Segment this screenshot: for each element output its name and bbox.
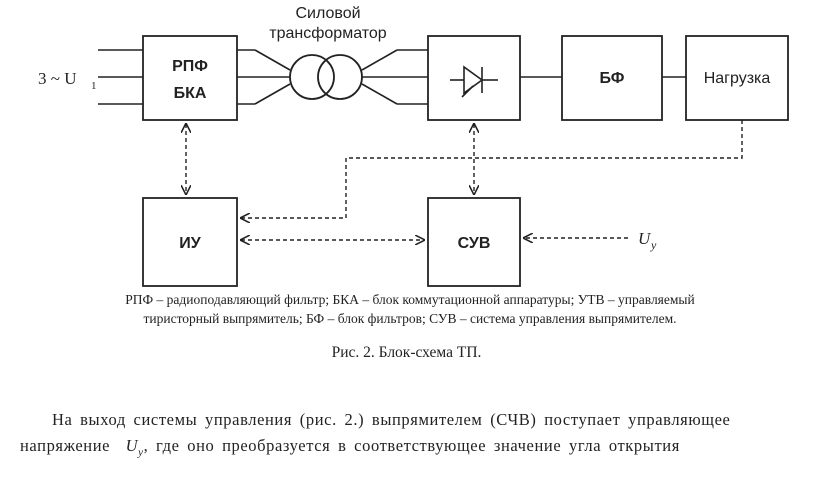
iu-block: ИУ	[142, 197, 238, 287]
legend-line-2: тиристорный выпрямитель; БФ – блок фильт…	[143, 311, 677, 326]
figure-caption: Рис. 2. Блок-схема ТП.	[331, 344, 482, 361]
svg-text:1: 1	[91, 80, 97, 92]
input-lines	[98, 49, 143, 105]
bf-block: БФ	[561, 35, 663, 121]
load-block: Нагрузка	[685, 35, 789, 121]
transformer-label-line2: трансформатор	[269, 25, 387, 42]
body-paragraph: На выход системы управления (рис. 2.) вы…	[20, 407, 795, 465]
svg-text:БФ: БФ	[600, 70, 625, 87]
control-voltage-label: U у	[638, 229, 657, 252]
input-voltage-label: 3 ~ U 1	[38, 69, 97, 92]
primary-lines	[237, 49, 291, 105]
svg-text:БКА: БКА	[174, 85, 207, 102]
svg-text:ИУ: ИУ	[179, 235, 202, 252]
paragraph-line-2-start: напряжение	[20, 436, 111, 455]
diagram-legend: РПФ – радиоподавляющий фильтр; БКА – бло…	[40, 290, 780, 328]
svg-text:СУВ: СУВ	[458, 235, 491, 252]
paragraph-line-1: На выход системы управления (рис. 2.) вы…	[52, 410, 731, 429]
suv-block: СУВ	[427, 197, 521, 287]
block-diagram: 3 ~ U 1 РПФ БКА Силовой трансформатор	[38, 5, 789, 287]
legend-line-1: РПФ – радиоподавляющий фильтр; БКА – бло…	[125, 292, 695, 307]
thyristor-rectifier-block	[427, 35, 521, 121]
load-feedback-link	[241, 120, 743, 218]
svg-text:Нагрузка: Нагрузка	[704, 70, 771, 87]
thyristor-icon	[450, 65, 498, 98]
rpf-bka-block: РПФ БКА	[142, 35, 238, 121]
svg-text:РПФ: РПФ	[172, 58, 208, 75]
paragraph-line-2-end: , где оно преобразуется в соответствующе…	[143, 436, 680, 455]
transformer-icon	[289, 54, 363, 100]
svg-text:3 ~ U: 3 ~ U	[38, 69, 76, 88]
secondary-lines	[361, 49, 428, 105]
control-voltage-symbol: Uу	[125, 436, 144, 459]
transformer-label-line1: Силовой	[295, 5, 360, 22]
svg-text:у: у	[650, 238, 657, 252]
svg-text:U: U	[638, 229, 652, 248]
